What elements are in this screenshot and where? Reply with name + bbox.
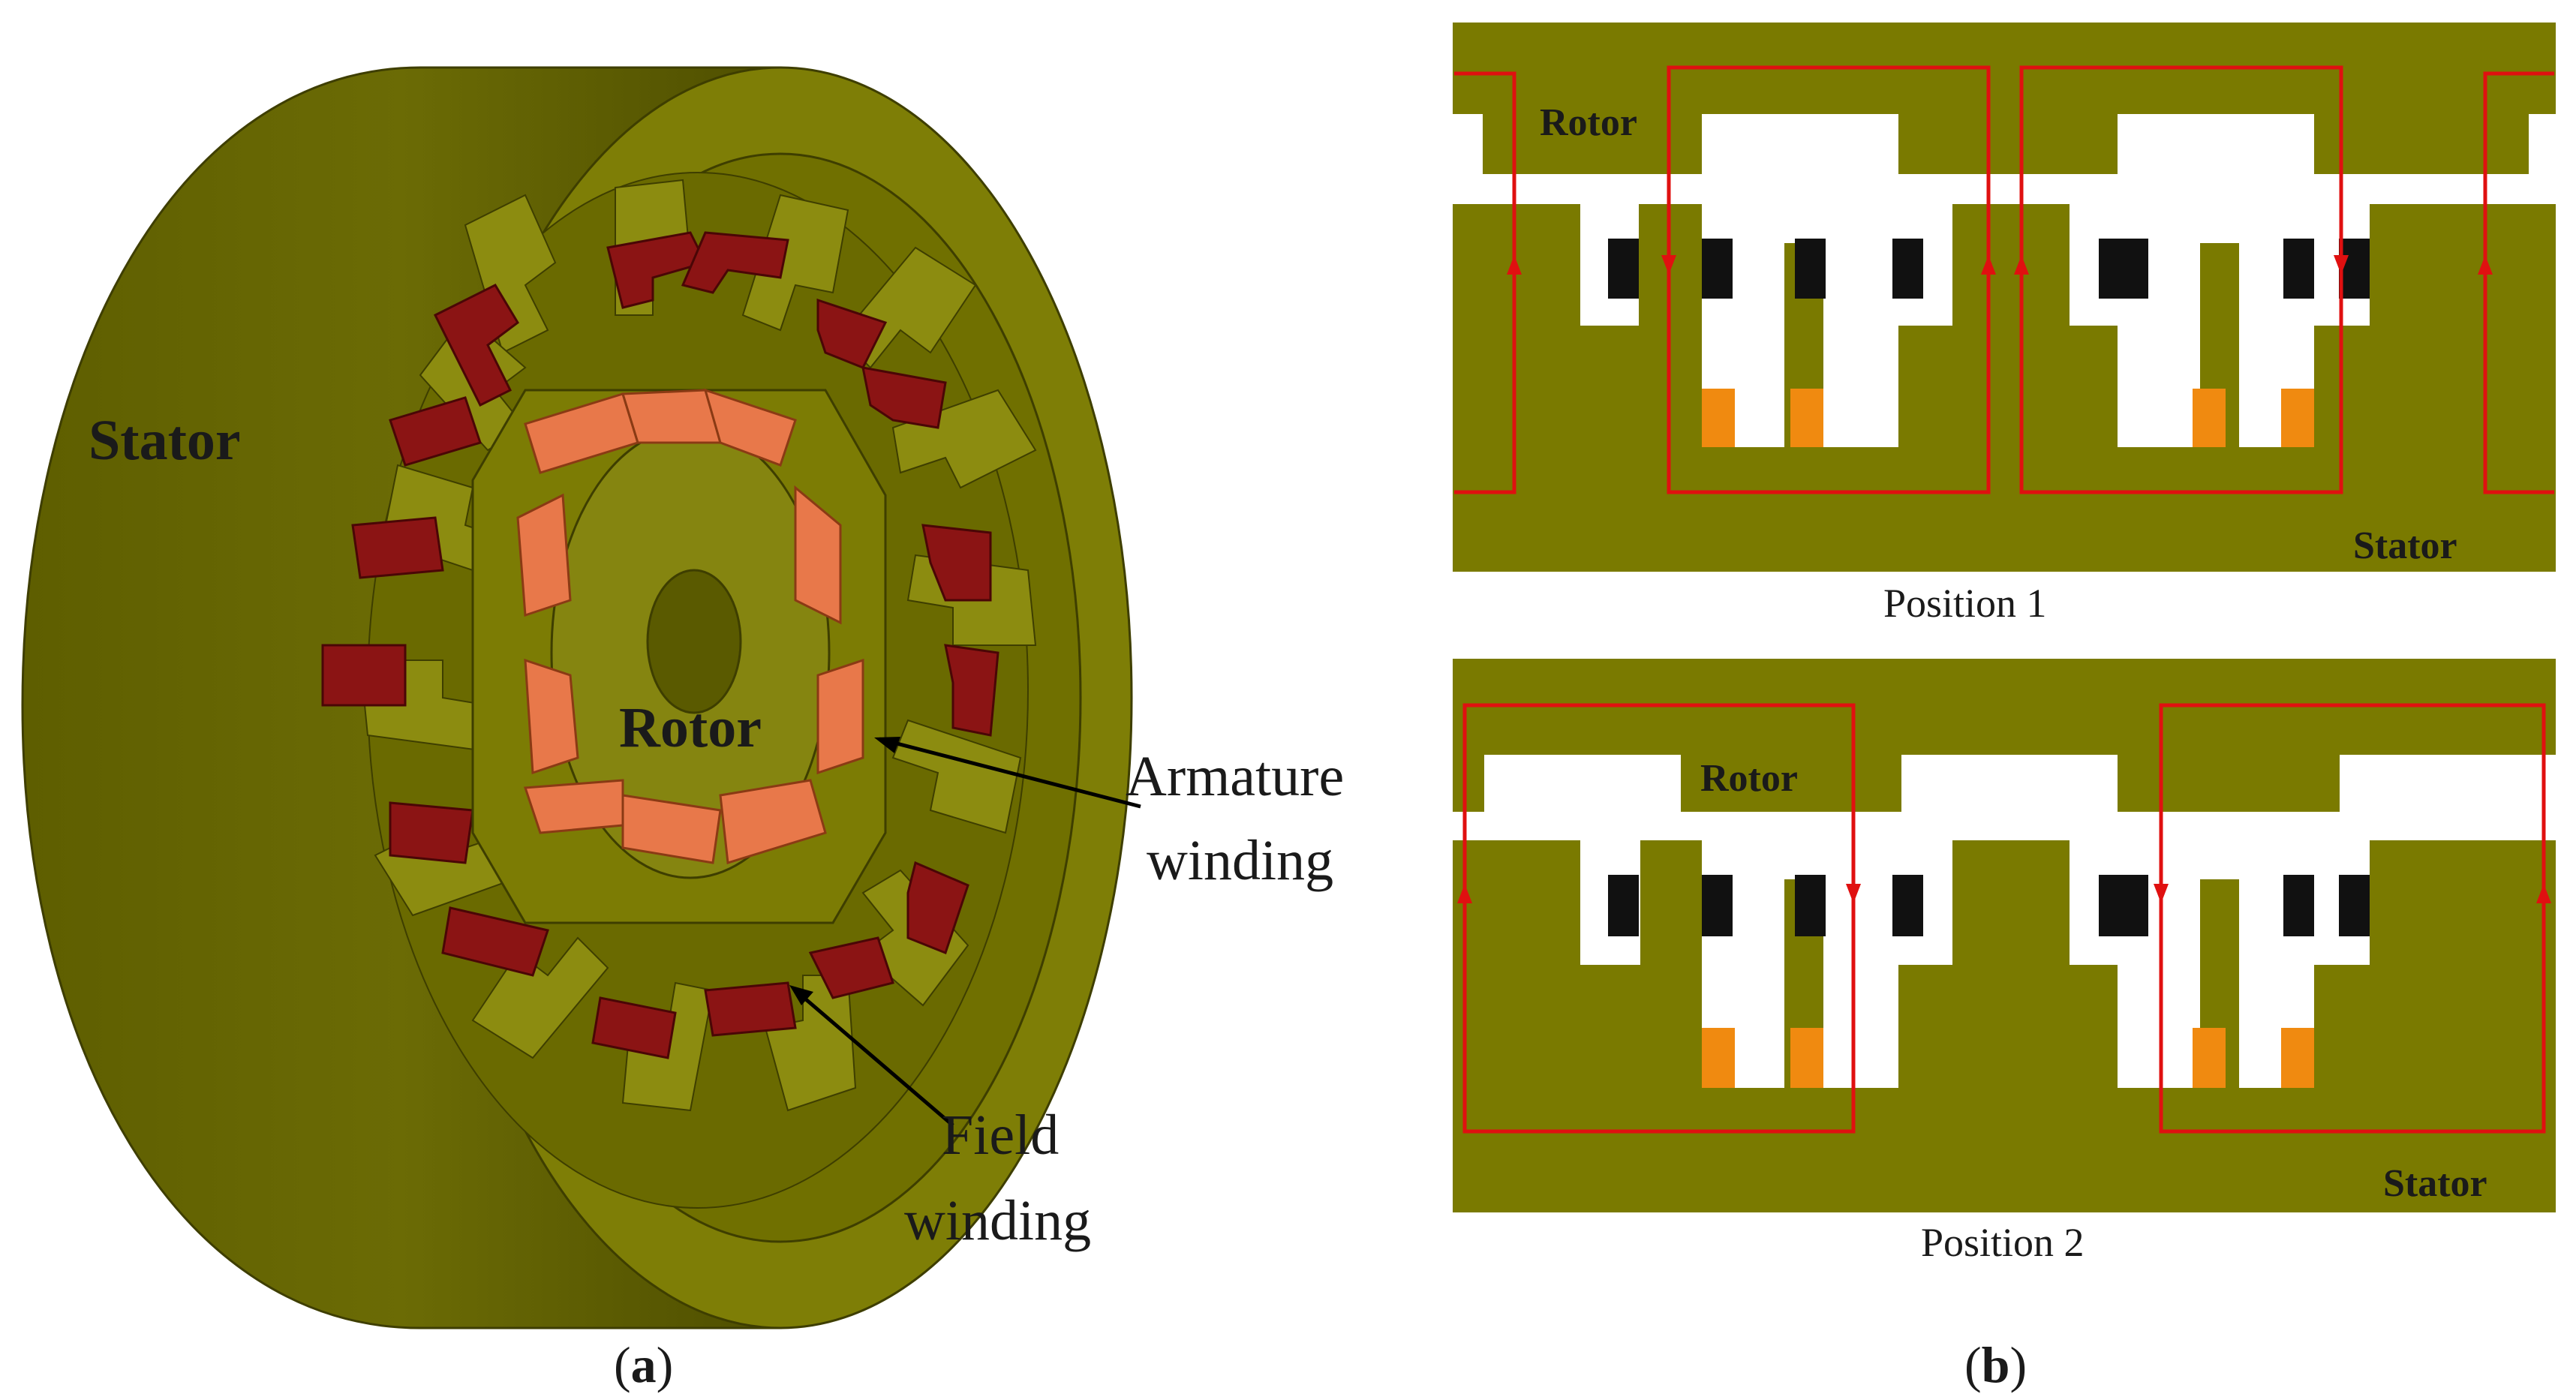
caption-a: (a) bbox=[614, 1336, 673, 1393]
armature-leader-line bbox=[879, 737, 1141, 809]
position-1-rotor-slot-right bbox=[2529, 114, 2556, 176]
position-1-arrow-4 bbox=[2014, 255, 2029, 275]
position-1-armature-coil-2 bbox=[1702, 239, 1733, 299]
position-1-field-coil-1 bbox=[1702, 389, 1735, 447]
position-2-arrow-4 bbox=[2536, 884, 2551, 903]
position-1-air-gap bbox=[1453, 174, 2556, 204]
field-label-line1: Field bbox=[942, 1104, 1059, 1167]
position-2-armature-coil-8 bbox=[2339, 875, 2370, 936]
position-1-stator-slot-2-stem-b bbox=[1823, 204, 1898, 447]
position-2-armature-coil-1 bbox=[1608, 875, 1639, 936]
position-2-armature-coil-3 bbox=[1795, 875, 1826, 936]
position-1-arrow-2 bbox=[1661, 255, 1676, 275]
position-2-field-coil-3 bbox=[2193, 1028, 2226, 1088]
position-1-armature-coil-8 bbox=[2339, 239, 2370, 299]
position-1-caption: Position 1 bbox=[1883, 581, 2047, 626]
armature-label-line1: Armature bbox=[1126, 745, 1344, 808]
position-1-rotor-slot-left bbox=[1453, 114, 1483, 176]
position-1-arrow-3 bbox=[1981, 255, 1996, 275]
position-2-diagram: Rotor Stator bbox=[1453, 659, 2556, 1212]
stator-label-a: Stator bbox=[89, 409, 241, 472]
position-1-field-coil-2 bbox=[1790, 389, 1823, 447]
position-1-arrow-5 bbox=[2334, 255, 2349, 275]
position-1-armature-coil-6 bbox=[2118, 239, 2148, 299]
position-2-stator-label: Stator bbox=[2383, 1162, 2487, 1205]
position-1-armature-coil-4 bbox=[1892, 239, 1923, 299]
position-1-diagram: Rotor Stator bbox=[1453, 23, 2556, 572]
position-1-rotor-slot-1 bbox=[1702, 114, 1898, 176]
position-2-armature-coil-4 bbox=[1892, 875, 1923, 936]
caption-b: (b) bbox=[1964, 1336, 2027, 1393]
position-2-stator-slot-5c bbox=[2118, 840, 2314, 879]
position-1-field-coil-4 bbox=[2281, 389, 2314, 447]
position-1-rotor-label: Rotor bbox=[1540, 101, 1637, 144]
armature-leader-arrowhead bbox=[874, 737, 900, 753]
position-2-flux-path-2 bbox=[2159, 703, 2546, 1134]
field-leader-line bbox=[794, 989, 954, 1127]
position-2-rotor-slot-2 bbox=[1901, 755, 2118, 813]
field-label-line2: winding bbox=[904, 1189, 1091, 1252]
position-2-rotor-label: Rotor bbox=[1700, 757, 1798, 800]
position-2-armature-coil-2 bbox=[1702, 875, 1733, 936]
position-1-arrow-6 bbox=[2478, 255, 2493, 275]
position-2-armature-coil-6 bbox=[2118, 875, 2148, 936]
field-leader-arrowhead bbox=[789, 985, 813, 1005]
position-1-flux-path-right bbox=[2483, 71, 2554, 494]
panel-a-machine: Stator Rotor Armature winding Field wind… bbox=[21, 66, 1344, 1393]
position-1-armature-coil-1 bbox=[1608, 239, 1639, 299]
position-2-air-gap bbox=[1453, 812, 2556, 840]
position-1-armature-coil-7 bbox=[2283, 239, 2314, 299]
position-2-stator-slot-2b bbox=[1823, 840, 1898, 1088]
position-2-field-coil-2 bbox=[1790, 1028, 1823, 1088]
position-2-flux-path-1 bbox=[1462, 703, 1856, 1134]
position-2-field-coil-4 bbox=[2281, 1028, 2314, 1088]
position-1-field-coil-3 bbox=[2193, 389, 2226, 447]
position-2-rotor-slot-3 bbox=[2340, 755, 2556, 813]
armature-label-line2: winding bbox=[1147, 829, 1333, 892]
position-1-armature-coil-3 bbox=[1795, 239, 1826, 299]
position-1-flux-path-1 bbox=[1667, 65, 1991, 494]
position-2-caption: Position 2 bbox=[1921, 1220, 2085, 1265]
position-2-armature-coil-7 bbox=[2283, 875, 2314, 936]
position-1-arrow-1 bbox=[1507, 255, 1522, 275]
position-2-arrow-2 bbox=[1846, 884, 1861, 903]
armature-windings bbox=[516, 388, 864, 864]
position-2-rotor-slot-1 bbox=[1484, 755, 1681, 813]
position-2-arrow-3 bbox=[2154, 884, 2169, 903]
rotor-label-a: Rotor bbox=[619, 696, 762, 759]
position-1-stator-label: Stator bbox=[2353, 524, 2457, 567]
position-1-flux-path-2 bbox=[2019, 65, 2343, 494]
position-2-arrow-1 bbox=[1457, 884, 1472, 903]
position-1-rotor-slot-2 bbox=[2118, 114, 2314, 176]
position-1-flux-path-left bbox=[1454, 71, 1516, 494]
position-2-stator-slot-2c bbox=[1702, 840, 1898, 879]
field-windings bbox=[321, 231, 999, 1059]
position-2-field-coil-1 bbox=[1702, 1028, 1735, 1088]
shaft-hole bbox=[646, 569, 742, 714]
